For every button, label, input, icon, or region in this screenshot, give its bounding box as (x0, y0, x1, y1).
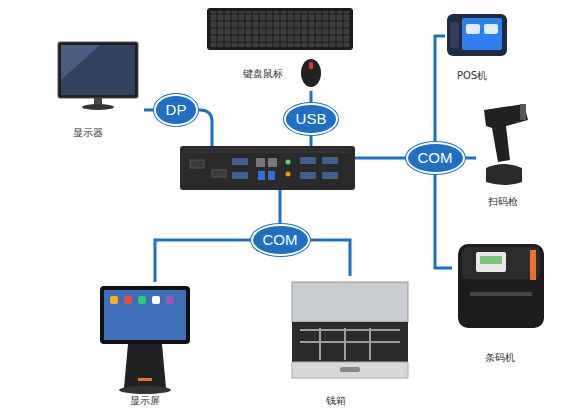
connector-line (435, 36, 445, 142)
printer-label (480, 256, 502, 264)
app-icon (110, 296, 118, 304)
connector-line (155, 240, 251, 282)
keyboard-keys (210, 11, 350, 47)
com-port (322, 157, 338, 164)
port-label: DP (166, 101, 187, 119)
device-node: 显示器 (52, 38, 144, 142)
pos-icon (466, 24, 480, 34)
monitor-frame (58, 42, 138, 98)
device-caption: 显示器 (73, 127, 103, 139)
device-caption: 条码机 (485, 352, 515, 364)
pc-fins (184, 149, 351, 152)
port-label: USB (296, 110, 327, 128)
drawer-lock (340, 367, 360, 372)
audio-jack (286, 172, 291, 177)
pos-icon (484, 24, 498, 34)
port-oval: USB (284, 103, 339, 135)
device-caption: 钱箱 (326, 395, 346, 407)
com-port (300, 172, 316, 179)
printer-body (458, 244, 544, 328)
mouse-body (301, 59, 321, 87)
drawer-top (292, 282, 408, 322)
app-icon (138, 296, 146, 304)
port-oval: COM (251, 224, 310, 256)
device-node: 键盘鼠标 (203, 3, 358, 91)
device-node: 条码机 (452, 236, 550, 366)
display-screen (104, 290, 186, 340)
drawer-tray (292, 322, 408, 362)
drawer-dividers (300, 328, 400, 360)
device-caption: 显示屏 (130, 395, 160, 407)
port-oval: DP (154, 94, 199, 126)
printer-accent (530, 250, 536, 280)
printer-window (476, 252, 506, 272)
monitor-screen (61, 45, 135, 95)
device-node: 钱箱 (286, 276, 414, 410)
printer-lid (462, 247, 540, 279)
display-frame (100, 286, 190, 344)
usb-port (268, 171, 275, 180)
screen-glare (61, 45, 100, 80)
connector-line (465, 157, 477, 160)
port (190, 160, 204, 168)
app-icon (166, 296, 174, 304)
connector-line (310, 240, 351, 276)
port-label: COM (263, 231, 298, 249)
device-node: 扫码枪 (476, 100, 532, 212)
lan-port (256, 158, 265, 167)
connector-line (310, 91, 313, 103)
printer-slot (470, 292, 532, 296)
mouse-wheel (309, 62, 313, 69)
pos-body (447, 14, 507, 56)
app-icon (124, 296, 132, 304)
app-icon (152, 296, 160, 304)
device-caption: POS机 (457, 70, 487, 82)
scanner-window (520, 104, 526, 120)
drawer-front (292, 362, 408, 378)
port-label: COM (418, 149, 453, 167)
com-port (232, 158, 248, 165)
pc-case (180, 146, 355, 190)
pos-printer (450, 22, 459, 48)
port (212, 170, 226, 177)
device-caption: 扫码枪 (488, 196, 518, 208)
pos-screen (462, 18, 502, 50)
monitor-base (82, 104, 114, 110)
scanner-gun (484, 104, 528, 162)
audio-jack (286, 160, 291, 165)
com-port (232, 172, 248, 179)
keyboard-body (207, 8, 353, 50)
com-port (322, 172, 338, 179)
stand-accent (138, 378, 152, 381)
usb-port (258, 171, 265, 180)
display-stand (124, 344, 166, 388)
device-node: POS机 (445, 6, 511, 86)
connector-line (144, 109, 154, 112)
connector-line (435, 174, 452, 268)
port-oval: COM (406, 142, 465, 174)
lan-port (268, 158, 277, 167)
com-port (300, 157, 316, 164)
device-caption: 键盘鼠标 (243, 68, 283, 80)
device-node: 显示屏 (96, 282, 194, 408)
scanner-cradle (486, 164, 522, 185)
display-base (119, 386, 171, 394)
